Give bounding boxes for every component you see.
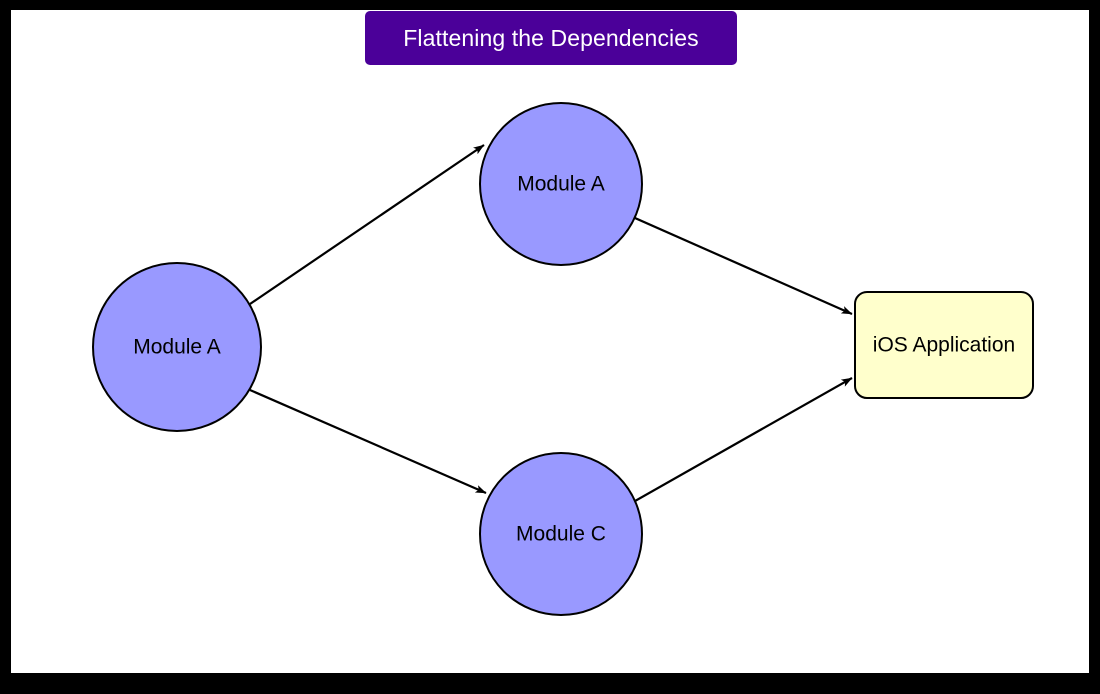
page-title: Flattening the Dependencies [403,24,699,51]
node-label: iOS Application [873,334,1015,357]
edge-left-a-to-top-a [249,144,485,305]
node-module-a-left[interactable]: Module A [92,262,262,432]
node-circle[interactable] [92,262,262,432]
edge-top-a-to-ios [634,216,853,316]
dependency-graph: Module A Module A Module C iOS Applicati… [92,102,1034,616]
node-module-a-top[interactable]: Module A [479,102,643,266]
node-label: Module C [516,523,606,546]
node-label: Module A [517,173,605,196]
node-module-c[interactable]: Module C [479,452,643,616]
node-ios-application[interactable]: iOS Application [854,291,1034,399]
node-circle[interactable] [479,102,643,266]
node-label: Module A [133,336,221,359]
edge-module-c-to-ios [634,377,853,502]
diagram-canvas: Module A Module A Module C iOS Applicati… [11,10,1089,673]
edge-left-a-to-module-c [249,388,487,495]
node-box[interactable] [854,291,1034,399]
node-circle[interactable] [479,452,643,616]
title-banner: Flattening the Dependencies [365,11,737,65]
